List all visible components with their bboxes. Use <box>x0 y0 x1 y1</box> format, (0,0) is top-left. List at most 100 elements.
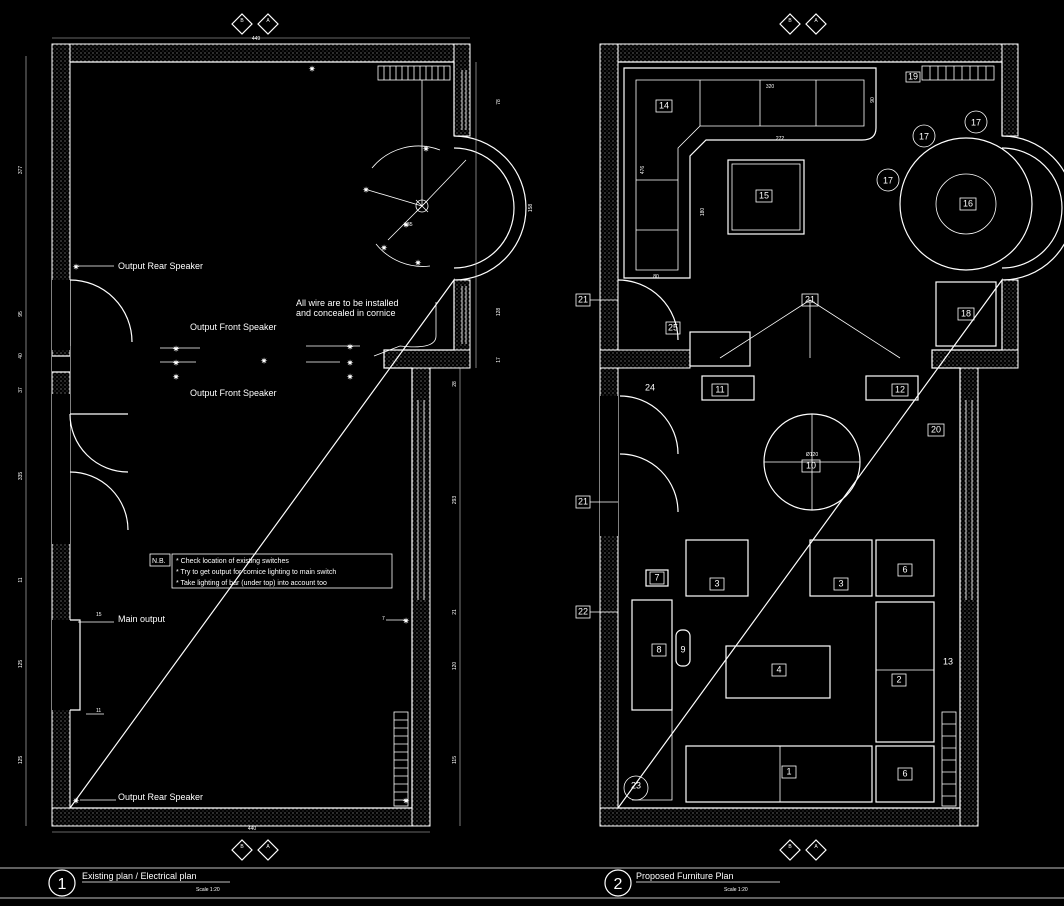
tag-6a: 6 <box>902 564 907 574</box>
l-sofa-14 <box>623 67 877 279</box>
title-bar: 1 Existing plan / Electrical plan Scale … <box>0 867 1064 899</box>
tag-21c: 21 <box>805 294 815 304</box>
svg-text:✷: ✷ <box>260 356 268 366</box>
label-output-front-speaker-top: Output Front Speaker <box>190 322 277 332</box>
wall-bottom <box>51 807 431 827</box>
plan-1-scale: Scale 1:20 <box>196 887 220 893</box>
tag-7: 7 <box>654 572 659 582</box>
svg-text:✷: ✷ <box>346 342 354 352</box>
plan-2-scale: Scale 1:20 <box>724 887 748 893</box>
door-left-double <box>52 394 129 544</box>
nb-note-box: N.B. * Check location of existing switch… <box>149 553 393 589</box>
section-marker-top-2: B A <box>779 13 827 35</box>
spot-lights: ✷ ✷ ✷ ✷ ✷ ✷ ✷ ✷ ✷ ✷ ✷ ✷ ✷ ✷ ✷ ✷ ✷ <box>72 64 430 806</box>
dimensions-plan-2: 320 272 80 180 476 90 Ø120 <box>640 84 876 458</box>
tag-15: 15 <box>759 190 769 200</box>
svg-text:125: 125 <box>18 756 24 765</box>
wall-top <box>51 43 471 63</box>
svg-text:158: 158 <box>528 204 534 213</box>
svg-text:Ø120: Ø120 <box>806 452 818 458</box>
svg-text:272: 272 <box>776 136 785 142</box>
label-main-output: Main output <box>118 614 166 624</box>
door-left-upper <box>52 279 133 350</box>
svg-text:✷: ✷ <box>402 796 410 806</box>
plan-1-existing-electrical: ⌀35 ✷ ✷ ✷ ✷ ✷ ✷ ✷ ✷ ✷ ✷ ✷ ✷ ✷ ✷ ✷ ✷ ✷ Ou… <box>18 13 534 861</box>
tag-22: 22 <box>578 606 588 616</box>
round-table-10 <box>763 413 861 511</box>
svg-text:B: B <box>788 844 792 850</box>
tag-11: 11 <box>715 384 724 394</box>
coffee-table-15 <box>727 159 805 235</box>
tag-4: 4 <box>776 664 781 674</box>
svg-text:✷: ✷ <box>172 358 180 368</box>
label-output-front-speaker-bottom: Output Front Speaker <box>190 388 277 398</box>
plan-2-proposed-furniture: 1 2 3 3 4 7 6 6 8 9 10 11 12 13 14 15 16… <box>575 13 1064 861</box>
svg-text:✷: ✷ <box>172 344 180 354</box>
svg-text:✷: ✷ <box>172 372 180 382</box>
svg-text:✷: ✷ <box>362 185 370 195</box>
svg-text:⌀35: ⌀35 <box>404 222 413 228</box>
tag-25: 25 <box>668 322 678 332</box>
section-marker-bottom-1: B A <box>231 839 279 861</box>
svg-text:✷: ✷ <box>72 262 80 272</box>
round-table-16 <box>876 110 1033 347</box>
svg-text:✷: ✷ <box>402 220 410 230</box>
section-marker-top-1: B A <box>231 13 279 35</box>
wall-right-lower <box>411 367 431 827</box>
tag-2: 2 <box>896 674 901 684</box>
tag-3b: 3 <box>838 578 843 588</box>
svg-text:449: 449 <box>252 36 261 42</box>
svg-text:B: B <box>788 18 792 24</box>
svg-text:335: 335 <box>18 472 24 481</box>
svg-text:28: 28 <box>452 381 458 387</box>
svg-text:A: A <box>814 844 818 850</box>
svg-text:95: 95 <box>18 311 24 317</box>
tag-17b: 17 <box>971 117 981 127</box>
svg-text:7: 7 <box>382 616 385 622</box>
tag-9: 9 <box>680 644 685 654</box>
tag-18: 18 <box>961 308 971 318</box>
tag-10: 10 <box>806 460 816 470</box>
svg-text:B: B <box>240 18 244 24</box>
label-wire-note-2: and concealed in cornice <box>296 308 396 318</box>
nb-line-2: * Try to get output for cornice lighting… <box>176 569 336 576</box>
label-output-rear-speaker-bottom: Output Rear Speaker <box>118 792 203 802</box>
svg-text:320: 320 <box>766 84 775 90</box>
svg-text:✷: ✷ <box>308 64 316 74</box>
svg-text:440: 440 <box>248 826 257 832</box>
svg-text:15: 15 <box>96 612 102 618</box>
svg-text:120: 120 <box>452 662 458 671</box>
svg-text:40: 40 <box>18 353 24 359</box>
svg-text:✷: ✷ <box>346 358 354 368</box>
svg-text:80: 80 <box>653 274 659 280</box>
section-marker-bottom-2: B A <box>779 839 827 861</box>
svg-text:11: 11 <box>96 708 101 714</box>
tag-21b: 21 <box>578 496 588 506</box>
svg-text:✷: ✷ <box>380 243 388 253</box>
pendant-light-fixture: ⌀35 <box>367 80 467 267</box>
tag-16: 16 <box>963 198 973 208</box>
plan-2-number: 2 <box>614 876 623 893</box>
svg-text:476: 476 <box>640 166 646 175</box>
svg-text:37: 37 <box>18 387 24 393</box>
stair-hatch-top <box>377 65 451 81</box>
label-output-rear-speaker-top: Output Rear Speaker <box>118 261 203 271</box>
tag-12: 12 <box>895 384 905 394</box>
tag-1: 1 <box>786 766 791 776</box>
svg-text:✷: ✷ <box>414 258 422 268</box>
nb-tag: N.B. <box>152 558 166 565</box>
svg-text:377: 377 <box>18 166 24 175</box>
svg-text:180: 180 <box>700 208 706 217</box>
furniture-tags: 1 2 3 3 4 7 6 6 8 9 10 11 12 13 14 15 16… <box>575 71 981 790</box>
tag-8: 8 <box>656 644 661 654</box>
tag-20: 20 <box>931 424 941 434</box>
tag-21a: 21 <box>578 294 588 304</box>
svg-text:90: 90 <box>870 97 876 103</box>
svg-text:✷: ✷ <box>402 616 410 626</box>
tag-13: 13 <box>943 656 953 666</box>
svg-text:B: B <box>240 844 244 850</box>
svg-text:11: 11 <box>18 577 24 582</box>
svg-text:21: 21 <box>452 609 458 615</box>
tag-14: 14 <box>659 100 669 110</box>
svg-text:✷: ✷ <box>422 144 430 154</box>
